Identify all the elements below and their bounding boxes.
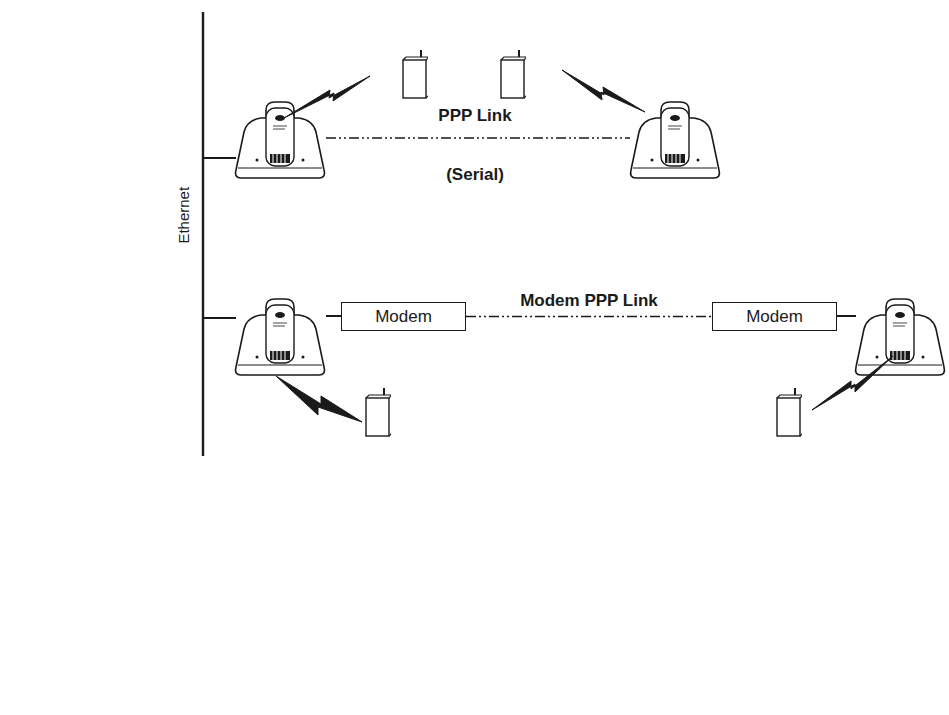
node-text: Modem xyxy=(746,308,803,325)
link-label: PPP Link xyxy=(438,107,511,126)
link-label: (Serial) xyxy=(446,166,504,185)
network-label: Ethernet xyxy=(176,187,193,244)
modem-box: Modem xyxy=(341,302,466,331)
edge-label: Modem PPP Link xyxy=(520,292,658,311)
node-text: Modem xyxy=(375,308,432,325)
ppp-link-line xyxy=(466,316,712,317)
modem-box: Modem xyxy=(712,302,837,331)
